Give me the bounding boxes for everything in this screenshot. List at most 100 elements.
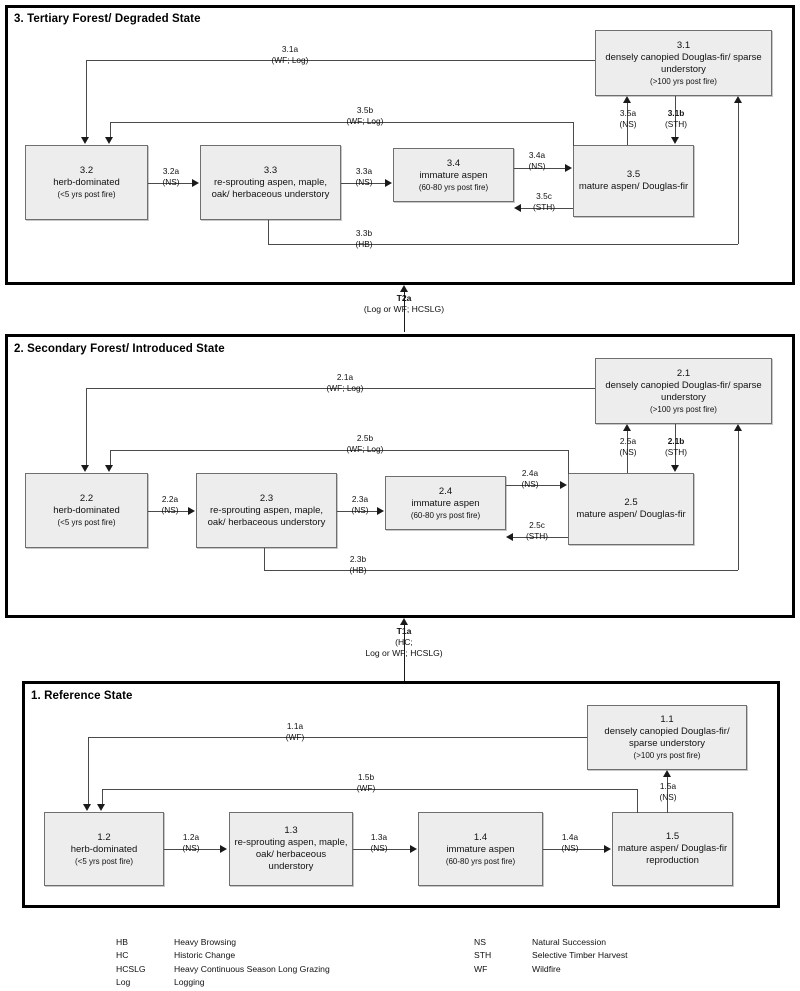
transition-2-2a-id: 2.2a xyxy=(161,494,179,504)
phase-3-4[interactable]: 3.4 immature aspen (60-80 yrs post fire) xyxy=(393,148,514,202)
connector-2-1b xyxy=(675,424,676,466)
phase-3-2-name: herb-dominated xyxy=(53,177,120,188)
phase-1-4-id: 1.4 xyxy=(473,831,488,843)
transition-2-4a-cond: (NS) xyxy=(521,478,539,489)
transition-label-2-5a: 2.5a (NS) xyxy=(608,436,648,457)
phase-3-5-id: 3.5 xyxy=(626,169,641,180)
phase-2-5[interactable]: 2.5 mature aspen/ Douglas-fir xyxy=(568,473,694,545)
transition-label-3-1a: 3.1a (WF; Log) xyxy=(255,44,325,65)
transition-label-1-4a: 1.4a (NS) xyxy=(548,832,592,853)
connector-2-1a-horizontal xyxy=(86,388,595,389)
transition-label-3-4a: 3.4a (NS) xyxy=(515,150,559,171)
transition-3-5b-cond: (WF; Log) xyxy=(346,115,384,126)
phase-2-2-id: 2.2 xyxy=(79,493,94,504)
transition-2-5a-cond: (NS) xyxy=(619,446,637,457)
connector-3-1a-horizontal xyxy=(86,60,595,61)
legend-abbr: HC xyxy=(116,950,129,961)
transition-3-1a-id: 3.1a xyxy=(281,44,299,54)
transition-2-5b-cond: (WF; Log) xyxy=(346,443,384,454)
transition-label-1-3a: 1.3a (NS) xyxy=(358,832,400,853)
transition-2-3b-id: 2.3b xyxy=(349,554,367,564)
phase-2-3[interactable]: 2.3 re-sprouting aspen, maple, oak/ herb… xyxy=(196,473,337,548)
transition-2-5c-id: 2.5c xyxy=(529,520,545,530)
transition-1-3a-id: 1.3a xyxy=(370,832,388,842)
phase-1-1-id: 1.1 xyxy=(660,714,674,725)
transition-label-2-1b: 2.1b (STH) xyxy=(656,436,696,457)
phase-2-2-name: herb-dominated xyxy=(53,505,120,516)
transition-1-5a-id: 1.5a xyxy=(659,781,677,791)
transition-2-4a-id: 2.4a xyxy=(521,468,539,478)
arrowhead-2-3b xyxy=(733,424,742,431)
phase-1-5[interactable]: 1.5 mature aspen/ Douglas-fir reproducti… xyxy=(612,812,733,886)
phase-2-2[interactable]: 2.2 herb-dominated (<5 yrs post fire) xyxy=(25,473,148,548)
legend-text: Heavy Browsing xyxy=(174,937,237,947)
arrowhead-2-5b xyxy=(105,465,113,472)
transition-t1a-id: T1a xyxy=(396,626,412,636)
connector-2-3b-horizontal xyxy=(264,570,738,571)
connector-3-1a-vertical xyxy=(86,60,87,138)
transition-3-5a-id: 3.5a xyxy=(619,108,637,118)
legend-right: NS Natural Succession STH Selective Timb… xyxy=(474,936,628,976)
connector-3-3a xyxy=(341,183,386,184)
connector-1-4a xyxy=(543,849,605,850)
phase-3-2-sub: (<5 yrs post fire) xyxy=(57,190,116,199)
phase-3-1[interactable]: 3.1 densely canopied Douglas-fir/ sparse… xyxy=(595,30,772,96)
transition-2-3b-cond: (HB) xyxy=(349,564,367,575)
transition-label-1-2a: 1.2a (NS) xyxy=(170,832,212,853)
phase-3-2[interactable]: 3.2 herb-dominated (<5 yrs post fire) xyxy=(25,145,148,220)
arrowhead-2-5c xyxy=(506,532,513,541)
connector-1-5b-horizontal xyxy=(102,789,638,790)
legend-text: Heavy Continuous Season Long Grazing xyxy=(174,963,330,974)
transition-3-1b-cond: (STH) xyxy=(664,118,688,129)
connector-3-5a xyxy=(627,103,628,145)
phase-1-1[interactable]: 1.1 densely canopied Douglas-fir/ sparse… xyxy=(587,705,747,770)
phase-2-4[interactable]: 2.4 immature aspen (60-80 yrs post fire) xyxy=(385,476,506,530)
legend-item: STH Selective Timber Harvest xyxy=(474,949,628,962)
legend-item: NS Natural Succession xyxy=(474,936,628,949)
transition-label-2-3b: 2.3b (HB) xyxy=(333,554,383,575)
connector-3-3b-horizontal xyxy=(268,244,738,245)
transition-t2a-cond: (Log or WF; HCSLG) xyxy=(363,304,445,314)
connector-2-3a xyxy=(337,511,378,512)
phase-3-3[interactable]: 3.3 re-sprouting aspen, maple, oak/ herb… xyxy=(200,145,341,220)
transition-label-3-3b: 3.3b (HB) xyxy=(339,228,389,249)
phase-1-4[interactable]: 1.4 immature aspen (60-80 yrs post fire) xyxy=(418,812,543,886)
phase-3-2-id: 3.2 xyxy=(79,165,94,176)
transition-2-5a-id: 2.5a xyxy=(619,436,637,446)
transition-label-3-5b: 3.5b (WF; Log) xyxy=(330,105,400,126)
connector-2-2a xyxy=(148,511,189,512)
state-title-tertiary: 3. Tertiary Forest/ Degraded State xyxy=(14,13,201,25)
arrowhead-2-1b xyxy=(670,465,679,472)
connector-2-4a xyxy=(506,485,561,486)
transition-label-2-5c: 2.5c (STH) xyxy=(515,520,559,541)
transition-label-1-5a: 1.5a (NS) xyxy=(648,781,688,802)
connector-3-1b xyxy=(675,96,676,138)
transition-label-3-5c: 3.5c (STH) xyxy=(522,191,566,212)
phase-1-2-id: 1.2 xyxy=(97,831,111,843)
phase-1-2[interactable]: 1.2 herb-dominated (<5 yrs post fire) xyxy=(44,812,164,886)
phase-2-1-sub: (>100 yrs post fire) xyxy=(650,404,717,414)
arrowhead-3-4a xyxy=(565,163,572,172)
phase-3-5[interactable]: 3.5 mature aspen/ Douglas-fir xyxy=(573,145,694,217)
phase-1-1-sub: (>100 yrs post fire) xyxy=(633,751,701,760)
legend-abbr: NS xyxy=(474,937,486,947)
connector-3-5b-riser xyxy=(573,122,574,146)
phase-2-1[interactable]: 2.1 densely canopied Douglas-fir/ sparse… xyxy=(595,358,772,424)
phase-3-1-id: 3.1 xyxy=(676,39,691,51)
phase-1-3[interactable]: 1.3 re-sprouting aspen, maple, oak/ herb… xyxy=(229,812,353,886)
connector-t2a xyxy=(404,292,405,332)
transition-label-1-1a: 1.1a (WF) xyxy=(270,721,320,742)
phase-3-3-name: re-sprouting aspen, maple, oak/ herbaceo… xyxy=(211,176,330,200)
state-title-secondary: 2. Secondary Forest/ Introduced State xyxy=(14,343,225,355)
transition-label-2-4a: 2.4a (NS) xyxy=(508,468,552,489)
transition-2-5b-id: 2.5b xyxy=(356,433,374,443)
transition-t1a-cond2: Log or WF; HCSLG) xyxy=(365,648,443,658)
transition-3-1b-id: 3.1b xyxy=(667,108,685,118)
arrowhead-3-3b xyxy=(733,96,742,103)
arrowhead-1-3a xyxy=(410,844,417,853)
transition-3-5a-cond: (NS) xyxy=(619,118,637,129)
transition-1-1a-cond: (WF) xyxy=(285,731,305,742)
connector-1-5a xyxy=(667,777,668,813)
transition-1-4a-cond: (NS) xyxy=(561,842,579,853)
